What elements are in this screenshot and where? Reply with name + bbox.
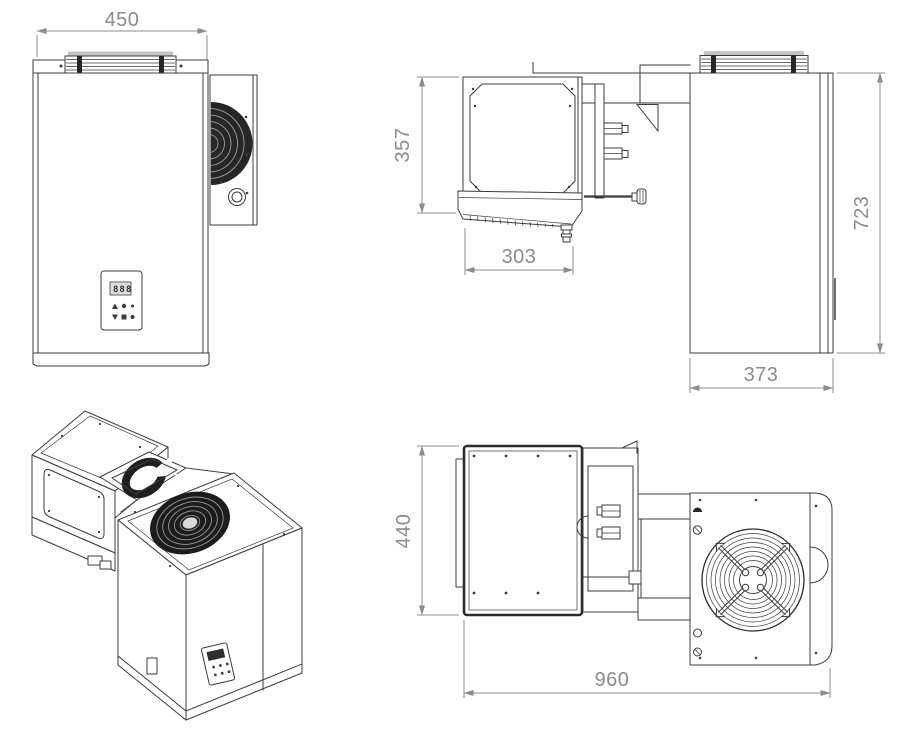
iso-controller-panel	[200, 642, 236, 686]
drain-fitting-side	[560, 224, 573, 243]
side-view: 357 303	[392, 51, 885, 393]
evaporator-top	[455, 444, 584, 617]
dim-evap-depth: 303	[464, 228, 574, 275]
dim-top-evap-width: 440	[393, 445, 459, 616]
display-readout: 888	[113, 285, 132, 295]
iso-evap-panel	[43, 468, 105, 539]
dim-label-357: 357	[392, 128, 414, 163]
standby-button-icon	[121, 314, 127, 320]
dim-condenser-depth: 373	[689, 358, 834, 393]
up-button-icon	[112, 303, 118, 309]
dim-label-440: 440	[393, 514, 415, 549]
wall-bracket-triangle	[635, 104, 659, 133]
dim-total-depth: 960	[463, 620, 831, 698]
condenser-fan-grille-half	[211, 102, 253, 185]
fan-guard-spokes	[715, 542, 791, 618]
iso-condenser	[117, 472, 303, 721]
dim-label-960: 960	[595, 669, 630, 691]
fan-hub	[739, 566, 767, 594]
dim-label-450: 450	[105, 9, 140, 31]
top-view: 440	[393, 440, 833, 698]
light-button-icon	[131, 304, 134, 308]
compressor-arc	[576, 515, 589, 539]
condenser-top	[689, 492, 833, 666]
dim-label-723: 723	[851, 196, 873, 231]
bottom-base	[32, 352, 210, 367]
pipe-hole	[228, 188, 246, 206]
dim-evap-height: 357	[392, 76, 459, 214]
drain-fitting-top	[628, 570, 643, 585]
top-mounting-rail	[32, 51, 209, 74]
evaporator-box-side	[457, 76, 583, 243]
controller-panel: 888	[100, 270, 143, 331]
wall-boot-top	[576, 440, 691, 621]
condenser-box-side	[689, 51, 836, 354]
dim-front-width: 450	[36, 9, 208, 60]
isometric-view	[31, 410, 303, 721]
iso-fan	[150, 491, 230, 555]
grille-rings	[211, 108, 245, 179]
fan-guard-top	[701, 528, 805, 632]
set-button-icon	[121, 303, 127, 309]
defrost-button-icon	[130, 315, 135, 319]
display-window	[109, 281, 132, 296]
dim-label-303: 303	[502, 246, 537, 268]
drain-rod	[584, 188, 647, 205]
down-button-icon	[112, 314, 118, 320]
front-view: 450 888	[32, 9, 258, 367]
iso-wall-boot	[87, 451, 235, 570]
dim-unit-height: 723	[837, 72, 885, 354]
drip-tray	[457, 190, 583, 228]
condenser-side-panel	[209, 74, 258, 226]
dim-label-373: 373	[744, 364, 779, 386]
rear-fittings	[581, 83, 647, 205]
